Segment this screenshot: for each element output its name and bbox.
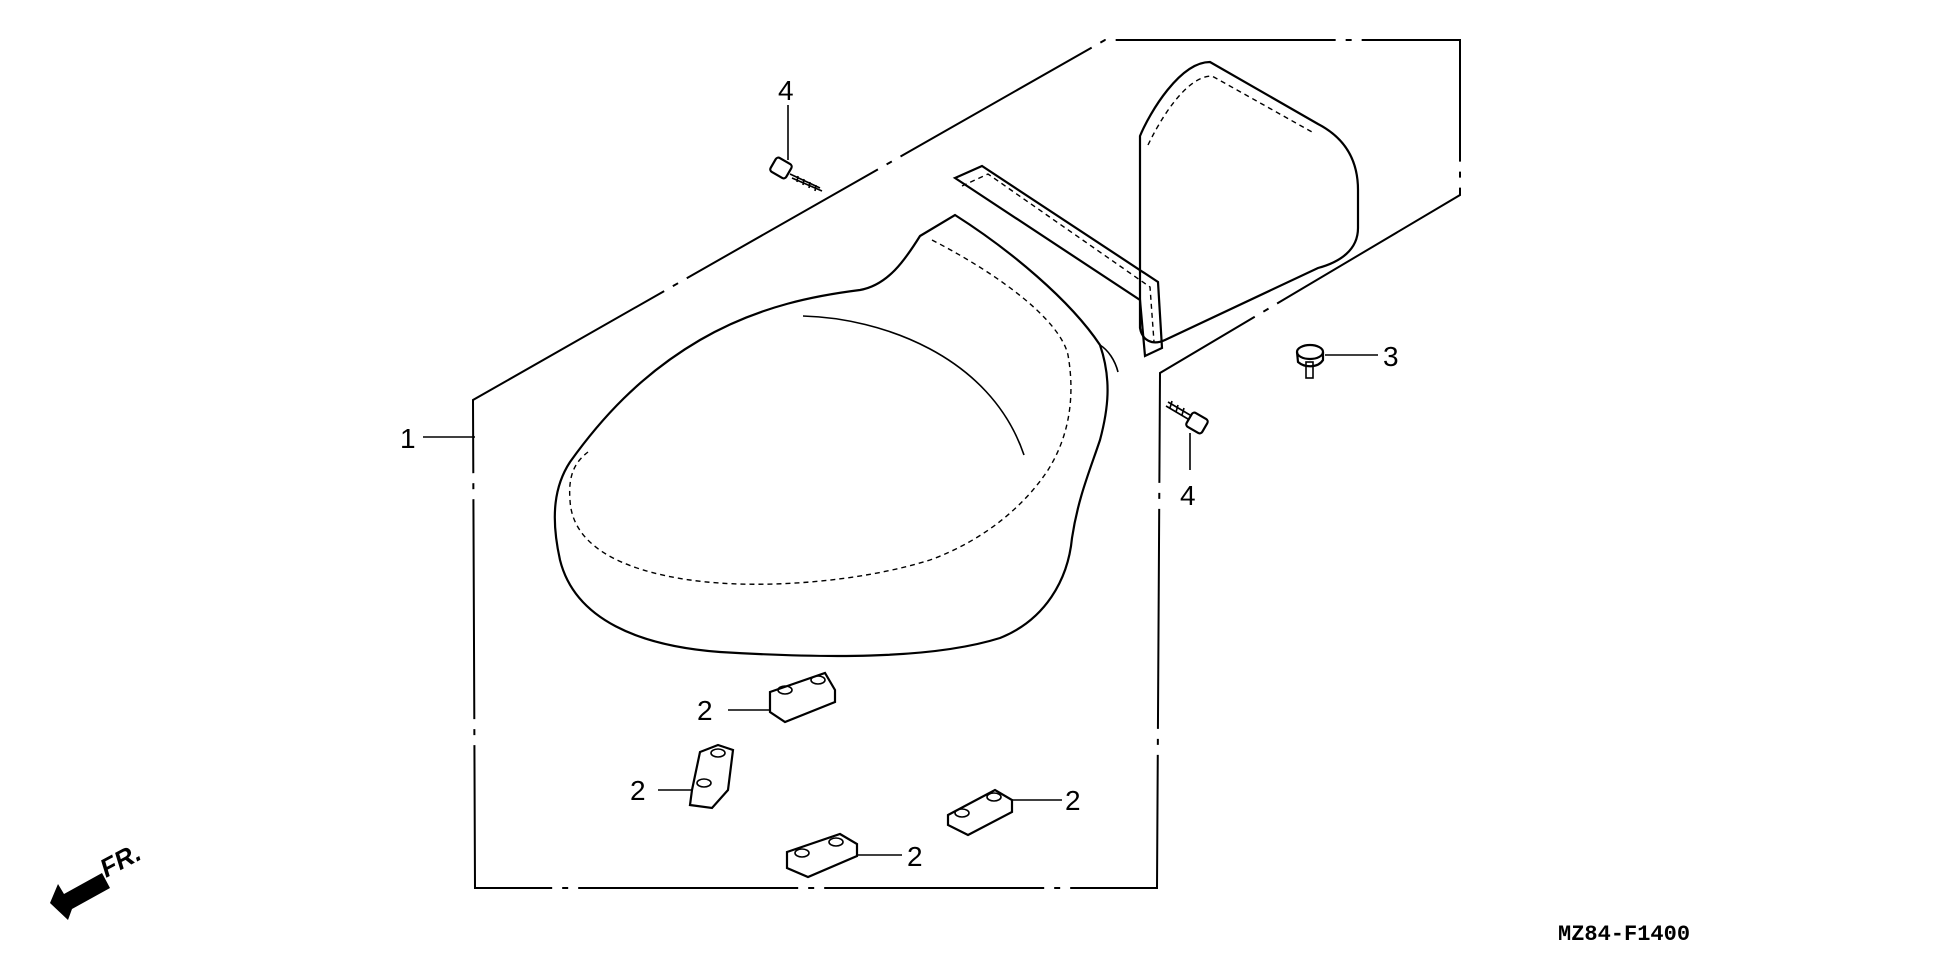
assembly-frame <box>471 39 1461 889</box>
bolt-icon <box>1165 400 1209 435</box>
callout-seat: 1 <box>400 423 416 454</box>
rubber-mount-icon <box>768 671 837 724</box>
callout-mount-c: 2 <box>1065 785 1081 816</box>
seat-drawing <box>553 60 1360 658</box>
rubber-mount-icon <box>946 788 1014 837</box>
front-direction-arrow-icon <box>50 873 110 920</box>
callout-mount-b: 2 <box>630 775 646 806</box>
rubber-mount-icon <box>688 743 735 810</box>
callout-mount-d: 2 <box>907 841 923 872</box>
callout-bolt-top: 4 <box>778 75 794 106</box>
callout-bolt-right: 4 <box>1180 480 1196 511</box>
diagram-code: MZ84-F1400 <box>1558 922 1690 947</box>
callout-knob: 3 <box>1383 341 1399 372</box>
bolt-icon <box>769 156 823 192</box>
rubber-mount-icon <box>785 832 859 879</box>
callout-mount-a: 2 <box>697 695 713 726</box>
knob-icon <box>1295 343 1325 379</box>
